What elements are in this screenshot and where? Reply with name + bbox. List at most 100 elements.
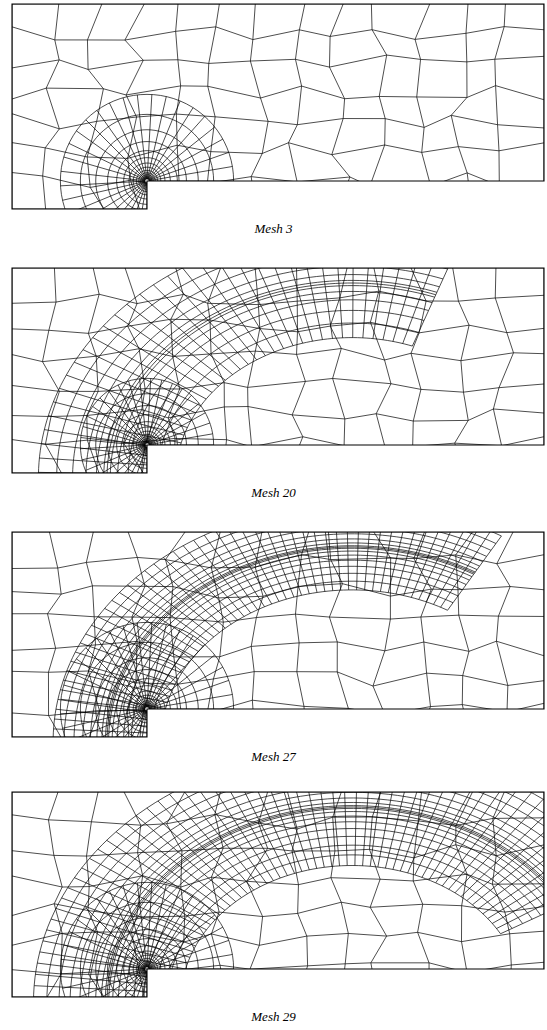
mesh-line bbox=[38, 228, 459, 486]
mesh-line bbox=[101, 802, 547, 1015]
mesh-line bbox=[58, 699, 164, 714]
mesh-line bbox=[478, 830, 547, 910]
mesh-line bbox=[105, 711, 146, 785]
mesh-line bbox=[219, 772, 280, 878]
mesh-line bbox=[136, 816, 236, 902]
mesh-line bbox=[214, 254, 274, 352]
mesh-line bbox=[157, 323, 418, 483]
mesh-line bbox=[183, 268, 257, 360]
mesh-line bbox=[287, 754, 317, 868]
mesh-line bbox=[59, 769, 547, 1018]
mesh-line bbox=[172, 4, 181, 209]
mesh-line bbox=[370, 268, 391, 473]
mesh-line bbox=[149, 139, 223, 180]
mesh-line bbox=[12, 437, 544, 451]
mesh-line bbox=[48, 416, 181, 443]
mesh-line bbox=[54, 719, 161, 727]
mesh-line bbox=[83, 350, 201, 406]
mesh-line bbox=[251, 532, 263, 737]
mesh-line bbox=[148, 116, 204, 179]
mesh-line bbox=[204, 535, 257, 610]
mesh-line bbox=[118, 183, 146, 263]
mesh-line bbox=[105, 608, 194, 656]
mesh-line bbox=[433, 527, 479, 605]
mesh-line bbox=[74, 182, 146, 227]
mesh-line bbox=[74, 878, 202, 935]
mesh-line bbox=[357, 504, 360, 590]
mesh-line bbox=[104, 280, 437, 484]
mesh-line bbox=[132, 711, 146, 794]
mesh-line bbox=[132, 971, 146, 1030]
mesh-line bbox=[63, 181, 146, 200]
mesh-line bbox=[39, 483, 176, 487]
mesh-line bbox=[419, 519, 457, 599]
mesh-line bbox=[47, 532, 61, 737]
mesh-line bbox=[118, 291, 433, 484]
mesh-line bbox=[132, 183, 146, 266]
mesh-line bbox=[12, 27, 544, 40]
mesh-line bbox=[82, 182, 145, 238]
mesh-line bbox=[116, 832, 225, 911]
mesh-line bbox=[86, 908, 146, 968]
mesh-line bbox=[34, 986, 181, 994]
mesh-line bbox=[96, 275, 439, 486]
mesh-line bbox=[148, 904, 204, 967]
mesh-line bbox=[110, 286, 434, 485]
mesh-line bbox=[64, 157, 145, 180]
mesh-line bbox=[64, 513, 496, 758]
mesh-line bbox=[73, 256, 448, 486]
domain-outline bbox=[12, 268, 544, 473]
mesh-line bbox=[126, 823, 230, 905]
mesh-line bbox=[98, 617, 190, 662]
mesh-line bbox=[370, 4, 387, 209]
mesh-line bbox=[128, 300, 428, 484]
mesh-line bbox=[414, 532, 431, 737]
mesh-line bbox=[422, 771, 482, 878]
mesh-line bbox=[441, 531, 491, 607]
mesh-line bbox=[63, 680, 167, 702]
mesh-line bbox=[61, 699, 145, 708]
mesh-line bbox=[12, 55, 544, 69]
mesh-line bbox=[60, 690, 165, 709]
mesh-line bbox=[411, 516, 444, 598]
mesh-line bbox=[461, 806, 547, 896]
mesh-line bbox=[12, 584, 544, 598]
mesh-line bbox=[363, 749, 372, 866]
mesh-line bbox=[44, 430, 179, 451]
mesh-line bbox=[56, 908, 193, 951]
mesh-line bbox=[82, 868, 207, 930]
mesh-line bbox=[12, 143, 544, 159]
mesh-line bbox=[12, 291, 544, 304]
mesh-line bbox=[315, 750, 332, 866]
mesh-line bbox=[483, 838, 547, 914]
mesh-line bbox=[169, 794, 253, 890]
mesh-line bbox=[53, 739, 161, 740]
mesh-line bbox=[140, 294, 233, 374]
mesh-line bbox=[426, 523, 468, 602]
mesh-line bbox=[105, 971, 146, 1030]
mesh-line bbox=[215, 530, 264, 606]
mesh-line bbox=[310, 507, 325, 592]
mesh-line bbox=[412, 243, 459, 346]
mesh-line bbox=[355, 749, 357, 866]
mesh-line bbox=[147, 95, 152, 179]
mesh-line bbox=[137, 883, 146, 967]
mesh-line bbox=[93, 711, 146, 777]
mesh-line bbox=[47, 759, 547, 1019]
mesh-line bbox=[127, 304, 225, 380]
mesh-line bbox=[93, 338, 206, 399]
mesh-line bbox=[70, 778, 547, 1018]
mesh-line bbox=[40, 952, 184, 975]
mesh-line bbox=[75, 652, 175, 684]
mesh-line bbox=[80, 445, 145, 449]
mesh-line bbox=[147, 380, 161, 443]
mesh-line bbox=[372, 505, 384, 590]
mesh-line bbox=[115, 315, 219, 386]
mesh-line bbox=[12, 902, 544, 917]
mesh-line bbox=[39, 458, 176, 467]
mesh-line bbox=[47, 792, 62, 997]
mesh-line bbox=[370, 750, 386, 866]
mesh-line bbox=[149, 166, 232, 180]
mesh-line bbox=[148, 101, 180, 179]
